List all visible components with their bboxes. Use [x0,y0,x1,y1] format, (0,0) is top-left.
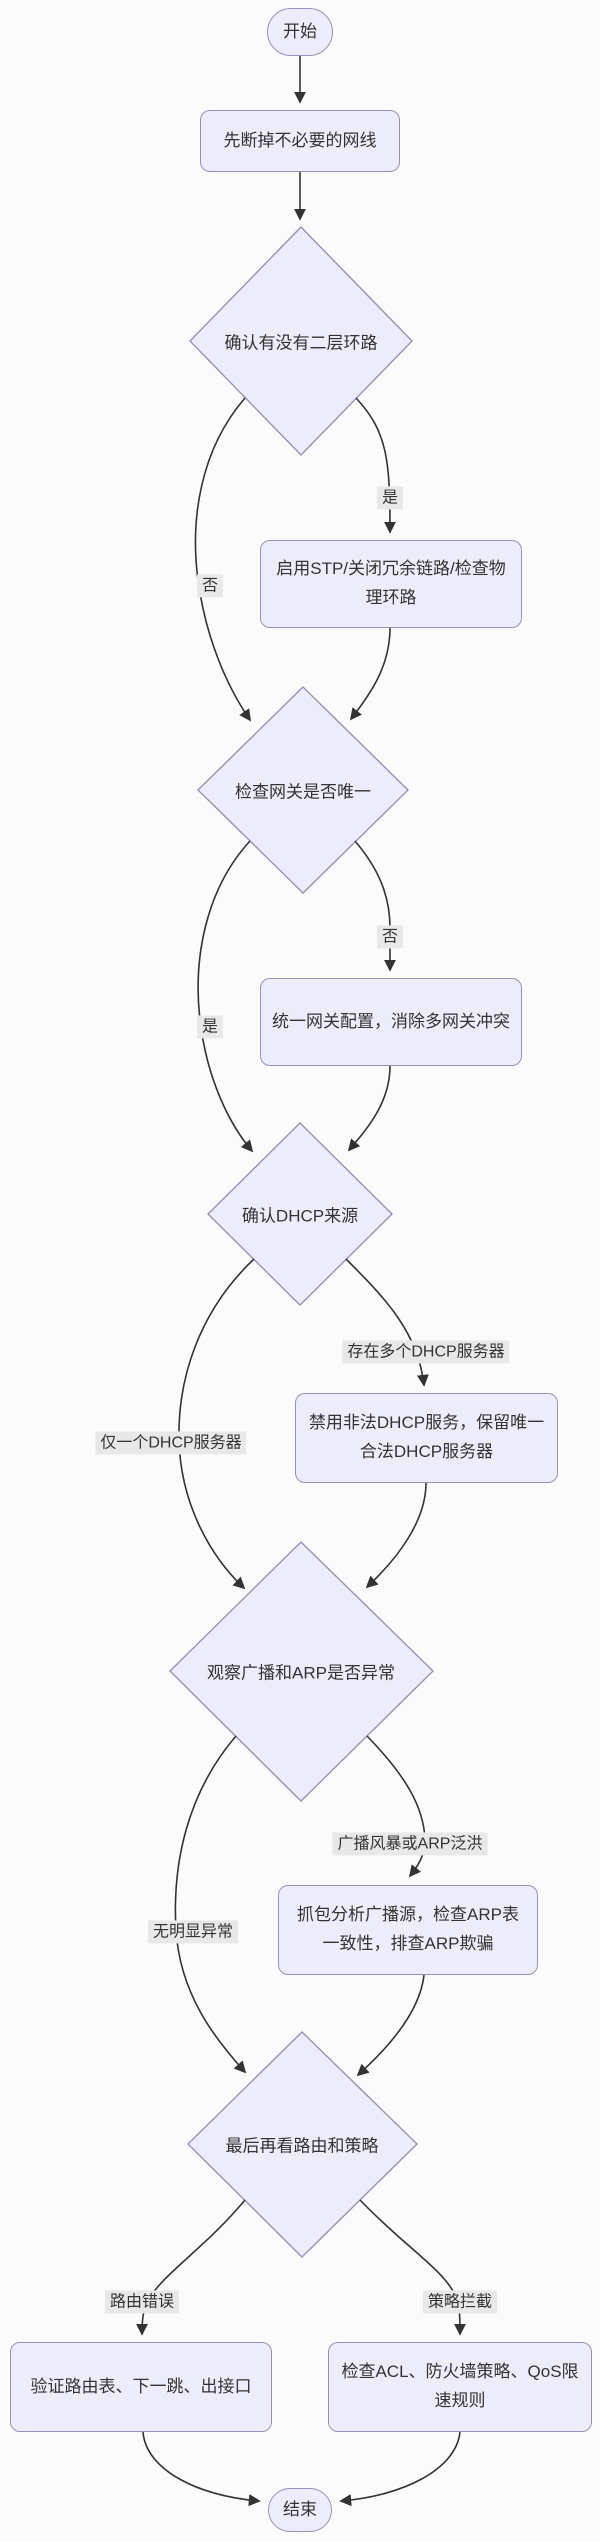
process-label: 统一网关配置，消除多网关冲突 [272,1011,510,1031]
edge-decision4-normal-to-decision5 [174,1735,247,2074]
decision5-diamond-shape [187,2031,419,2258]
edge-action2-to-decision3 [347,1065,391,1152]
process-disable-rogue-dhcp: 禁用非法DHCP服务，保留唯一合法DHCP服务器 [295,1393,558,1483]
decision-gateway-unique: 检查网关是否唯一 [235,782,371,802]
edge-decision1-yes-to-action1 [355,397,396,534]
decision-broadcast-arp-abnormal: 观察广播和ARP是否异常 [207,1663,395,1683]
process-label: 抓包分析广播源，检查ARP表一致性，排查ARP欺骗 [297,1905,519,1953]
edge-label-broadcast-storm: 广播风暴或ARP泛洪 [332,1832,488,1856]
edge-decision5-policy-to-action6 [359,2199,466,2336]
process-label: 先断掉不必要的网线 [223,130,377,150]
edge-action4-to-decision5 [356,1974,425,2077]
edge-label-no-2: 否 [376,925,404,949]
edge-label-multiple-dhcp: 存在多个DHCP服务器 [342,1340,510,1364]
start-node-label: 开始 [283,21,317,41]
decision4-diamond-shape [169,1541,434,1802]
process-verify-routing-table: 验证路由表、下一跳、出接口 [10,2342,272,2432]
process-label: 禁用非法DHCP服务，保留唯一合法DHCP服务器 [308,1413,545,1461]
edge-decision2-yes-to-decision3 [197,840,254,1153]
edge-label-no-1: 否 [196,574,224,598]
edge-decision3-single-to-decision4 [178,1258,255,1590]
process-capture-analyze-arp: 抓包分析广播源，检查ARP表一致性，排查ARP欺骗 [278,1885,538,1975]
edge-decision5-route-to-action5 [136,2199,246,2336]
process-enable-stp: 启用STP/关闭冗余链路/检查物理环路 [260,540,522,628]
edge-label-yes-2: 是 [196,1015,224,1039]
edge-decision3-multi-to-action3 [345,1258,429,1387]
edge-decision2-no-to-action2 [354,840,396,972]
edge-decision1-no-to-decision2 [194,397,252,722]
decision-dhcp-source: 确认DHCP来源 [241,1206,359,1226]
process-label: 检查ACL、防火墙策略、QoS限速规则 [341,2362,579,2410]
process-label: 启用STP/关闭冗余链路/检查物理环路 [276,559,506,607]
edge-label-yes-1: 是 [376,486,404,510]
process-check-acl-firewall-qos: 检查ACL、防火墙策略、QoS限速规则 [328,2342,592,2432]
edge-decision4-storm-to-action4 [366,1735,426,1878]
edge-label-single-dhcp: 仅一个DHCP服务器 [95,1431,247,1455]
decision-routing-policy: 最后再看路由和策略 [225,2136,379,2156]
end-node-label: 结束 [283,2499,317,2519]
process-unify-gateway: 统一网关配置，消除多网关冲突 [260,978,522,1066]
edge-action3-to-decision4 [365,1482,427,1589]
process-label: 验证路由表、下一跳、出接口 [30,2376,252,2396]
end-node: 结束 [268,2488,332,2532]
edge-label-routing-error: 路由错误 [104,2290,180,2314]
decision-layer2-loop: 确认有没有二层环路 [224,333,378,353]
edge-action1-to-decision2 [349,627,391,721]
start-node: 开始 [267,8,333,56]
edge-action6-to-end [339,2431,461,2507]
edge-action5-to-end [142,2431,261,2507]
edge-label-no-abnormality: 无明显异常 [147,1920,239,1944]
edge-label-policy-block: 策略拦截 [422,2290,498,2314]
process-disconnect-cables: 先断掉不必要的网线 [200,110,400,172]
